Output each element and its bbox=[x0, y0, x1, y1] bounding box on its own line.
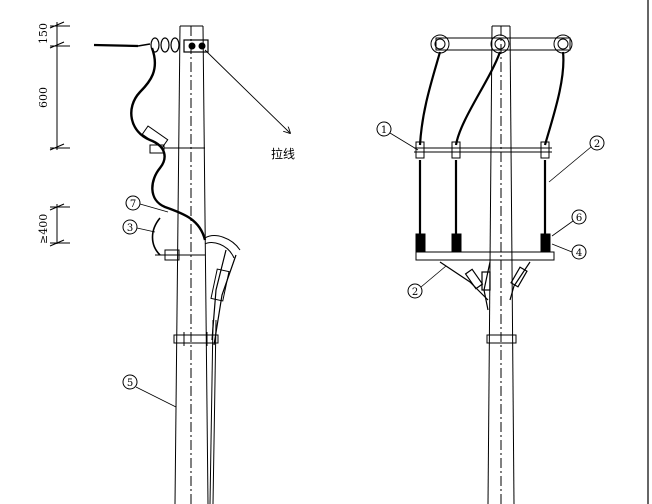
drop-cables bbox=[418, 51, 565, 235]
callout-5: 5 bbox=[122, 374, 177, 408]
top-crossarm bbox=[430, 34, 573, 54]
svg-text:4: 4 bbox=[576, 248, 582, 259]
front-view: 1 2 6 4 2 bbox=[376, 25, 605, 504]
top-insulator-assembly bbox=[93, 37, 209, 53]
mid-crossarm bbox=[414, 141, 552, 159]
svg-text:6: 6 bbox=[576, 213, 582, 224]
dim-150: 150 bbox=[37, 23, 50, 44]
callout-7: 7 bbox=[125, 195, 169, 213]
lower-crossarm bbox=[415, 251, 555, 261]
svg-text:2: 2 bbox=[594, 139, 600, 150]
svg-text:2: 2 bbox=[412, 287, 418, 298]
callout-6: 6 bbox=[551, 209, 587, 237]
utility-pole-right bbox=[487, 25, 515, 504]
callout-4: 4 bbox=[551, 243, 587, 260]
dim-600: 600 bbox=[37, 87, 50, 108]
dimension-line bbox=[49, 21, 70, 247]
drop-cable bbox=[130, 47, 207, 241]
svg-text:5: 5 bbox=[127, 378, 133, 389]
mid-clamp bbox=[141, 125, 205, 154]
guy-wire bbox=[204, 49, 290, 133]
callout-1: 1 bbox=[376, 121, 419, 151]
svg-text:1: 1 bbox=[381, 125, 387, 136]
pole-band bbox=[486, 334, 517, 344]
surge-arresters bbox=[415, 233, 551, 253]
arrester-bracket bbox=[151, 217, 241, 504]
svg-text:3: 3 bbox=[127, 223, 133, 234]
callout-2-bottom: 2 bbox=[407, 265, 447, 299]
side-view: 150 600 ≥400 拉线 bbox=[37, 21, 295, 504]
callout-2-top: 2 bbox=[548, 135, 605, 183]
callout-3: 3 bbox=[122, 219, 156, 235]
lower-terminations bbox=[439, 261, 531, 311]
pole-clamp-band bbox=[173, 332, 219, 346]
svg-text:7: 7 bbox=[130, 199, 136, 210]
guy-wire-label: 拉线 bbox=[271, 146, 295, 161]
utility-pole-left bbox=[174, 25, 209, 504]
dim-400: ≥400 bbox=[37, 214, 50, 244]
